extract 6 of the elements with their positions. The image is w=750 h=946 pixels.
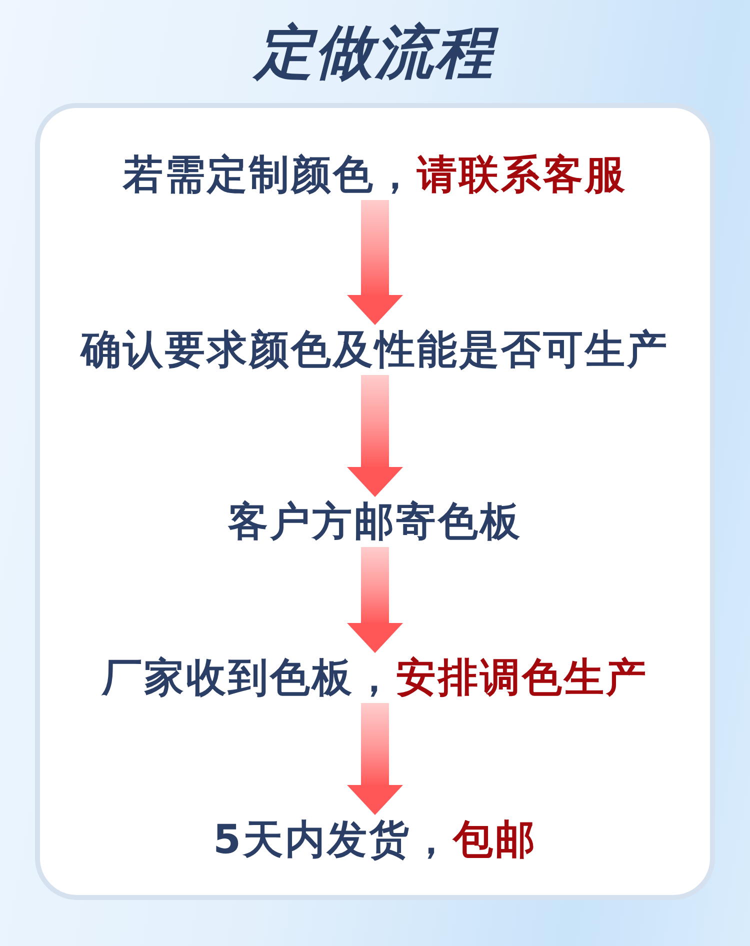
step-text: 客户方邮寄色板 bbox=[228, 497, 522, 547]
step-text: 若需定制颜色，请联系客服 bbox=[123, 150, 627, 200]
card-panel bbox=[35, 103, 715, 900]
step-text: 确认要求颜色及性能是否可生产 bbox=[81, 325, 669, 375]
step-text: 厂家收到色板，安排调色生产 bbox=[102, 653, 648, 703]
step-text: 5天内发货，包邮 bbox=[213, 815, 537, 865]
